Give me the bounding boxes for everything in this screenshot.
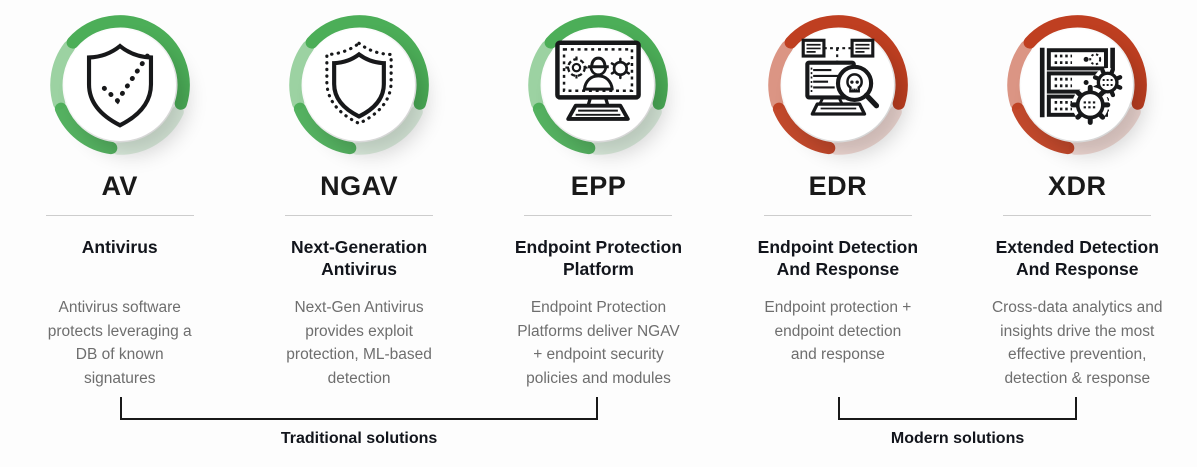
shield-layers-icon: [306, 32, 412, 138]
card-description-line: and response: [790, 346, 885, 363]
card-name-line: And Response: [776, 258, 900, 279]
card-description-line: Endpoint Protection: [530, 299, 667, 316]
progress-ring: [768, 15, 908, 155]
icon-ring: [288, 14, 430, 156]
card-description: Cross-data analytics and insights drive t…: [992, 296, 1163, 390]
card-description-line: Cross-data analytics and: [991, 299, 1163, 316]
card-description-line: insights drive the most: [1000, 322, 1155, 340]
card-description-line: endpoint detection: [774, 322, 902, 340]
card-acronym: XDR: [1048, 171, 1107, 201]
card-name-line: Extended Detection: [995, 237, 1159, 257]
group-label: Modern solutions: [890, 430, 1025, 447]
group-label: Traditional solutions: [280, 430, 438, 447]
card-name: Antivirus: [82, 237, 158, 280]
divider: [285, 215, 434, 216]
card-name-line: Endpoint Detection: [757, 237, 919, 257]
monitor-skull-search-icon: [785, 32, 891, 138]
divider: [524, 215, 673, 216]
icon-ring: [527, 14, 669, 156]
card-description: Endpoint protection + endpoint detection a…: [764, 296, 911, 367]
card-description-line: effective prevention,: [1008, 346, 1147, 363]
card-description-line: Antivirus software: [58, 299, 181, 316]
card-description-line: detection & response: [1004, 369, 1151, 387]
server-gears-icon: [1024, 32, 1130, 138]
group-bracket: Traditional solutions: [119, 397, 599, 447]
shield-check-icon: [67, 32, 173, 138]
card-description: Antivirus software protects leveraging a D…: [48, 296, 192, 390]
progress-ring: [49, 15, 190, 155]
card-description-line: Endpoint protection +: [764, 299, 912, 316]
icon-circle: [1021, 29, 1134, 141]
solution-card: AV Antivirus Antivirus software protects …: [0, 0, 239, 390]
card-acronym: AV: [101, 171, 138, 201]
groups-row: Traditional solutions Modern solutions: [0, 397, 1197, 467]
card-acronym: EPP: [570, 171, 627, 201]
card-name-line: And Response: [1015, 258, 1139, 279]
cards-row: AV Antivirus Antivirus software protects …: [0, 0, 1197, 390]
card-description-line: Platforms deliver NGAV: [517, 322, 680, 340]
monitor-threat-icon: [545, 32, 651, 138]
icon-circle: [63, 29, 176, 141]
divider: [1003, 215, 1152, 216]
card-name-line: Endpoint Protection: [514, 237, 683, 257]
progress-ring: [1007, 15, 1148, 155]
progress-ring: [289, 15, 429, 155]
card-acronym: EDR: [808, 171, 868, 201]
card-name-line: Next-Generation: [291, 237, 428, 257]
card-description-line: detection: [327, 369, 391, 387]
icon-ring: [1006, 14, 1148, 156]
progress-ring: [528, 15, 669, 155]
card-description: Next-Gen Antivirus provides exploit protec…: [286, 296, 432, 390]
card-name-line: Antivirus: [321, 258, 398, 279]
card-name-line: Platform: [562, 258, 634, 279]
group-bracket: Modern solutions: [837, 397, 1078, 447]
icon-ring: [767, 14, 909, 156]
card-name-line: Antivirus: [81, 237, 158, 257]
card-description-line: protection, ML-based: [286, 346, 432, 363]
divider: [45, 215, 194, 216]
card-acronym: NGAV: [320, 171, 399, 201]
card-description-line: DB of known: [75, 346, 164, 363]
card-description-line: Next-Gen Antivirus: [294, 299, 424, 316]
card-description-line: provides exploit: [305, 322, 413, 340]
divider: [763, 215, 912, 216]
icon-ring: [49, 14, 191, 156]
icon-circle: [542, 29, 655, 141]
card-description-line: signatures: [83, 369, 156, 387]
icon-circle: [303, 29, 416, 141]
card-description-line: + endpoint security: [533, 346, 664, 363]
card-description-line: policies and modules: [526, 369, 671, 387]
icon-circle: [781, 29, 894, 141]
card-description-line: protects leveraging a: [47, 322, 192, 340]
